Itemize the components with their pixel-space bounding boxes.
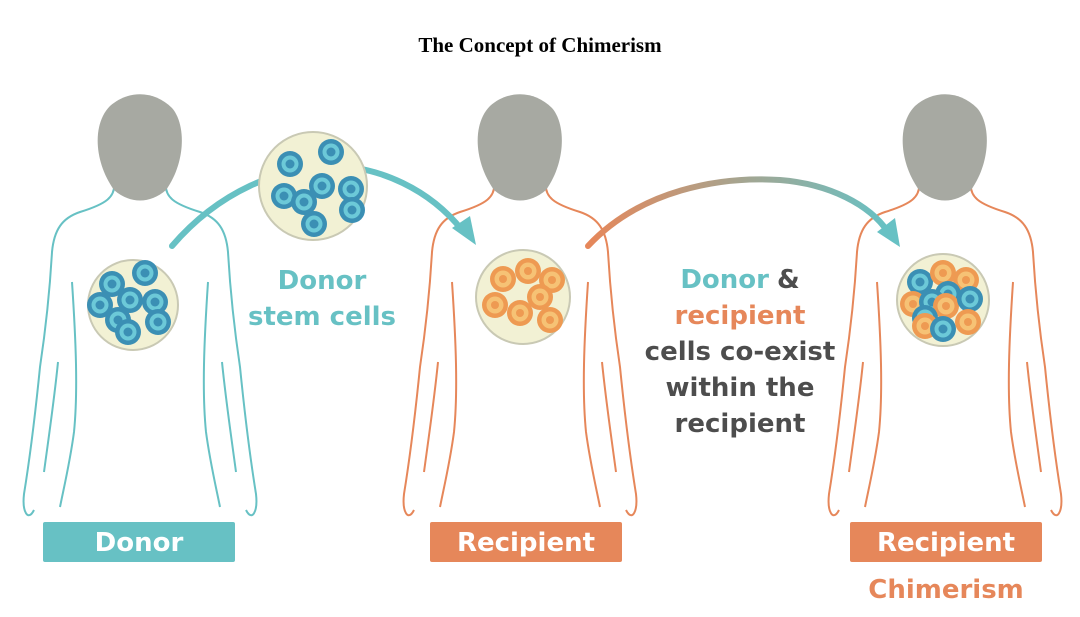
- coexist-caption: Donor& recipient cells co-exist within t…: [645, 265, 836, 439]
- caption-ampersand: &: [777, 265, 800, 295]
- caption-recipient-end: recipient: [675, 409, 806, 439]
- chimera-label-text: Recipient: [877, 528, 1015, 558]
- caption-within: within the: [666, 373, 815, 403]
- caption-line-donor: Donor&: [680, 265, 799, 295]
- caption-coexist: cells co-exist: [645, 337, 836, 367]
- chimerism-label: Chimerism: [868, 575, 1024, 605]
- donor-label-text: Donor: [95, 528, 184, 558]
- caption-stem-cells: stem cells: [248, 302, 396, 332]
- caption-donor-word: Donor: [278, 266, 367, 296]
- recipient-label-text: Recipient: [457, 528, 595, 558]
- donor-label: Donor: [43, 522, 235, 562]
- chimera-label: Recipient: [850, 522, 1042, 562]
- recipient-label: Recipient: [430, 522, 622, 562]
- caption-donor: Donor: [680, 265, 769, 295]
- recipient-to-chimera-arrow: [585, 176, 900, 249]
- stem-cells-caption: Donor stem cells: [248, 266, 396, 332]
- diagram-title: The Concept of Chimerism: [418, 33, 662, 57]
- caption-recipient-word: recipient: [675, 301, 806, 331]
